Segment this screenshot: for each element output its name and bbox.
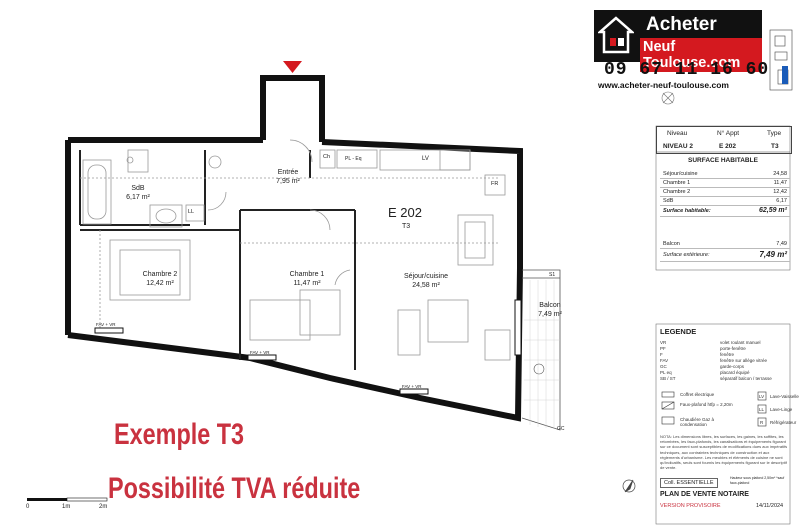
room-sejour-name: Séjour/cuisine [404,273,448,280]
logo-website: www.acheter-neuf-toulouse.com [598,80,729,90]
room-sdb-name: SdB [131,185,145,192]
surface-title: SURFACE HABITABLE [688,157,758,164]
plan-title: PLAN DE VENTE NOTAIRE [660,491,749,498]
td-type: T3 [771,143,779,150]
room-chambre2-name: Chambre 2 [142,271,178,278]
fixture-lv: LV [422,156,429,162]
footer-height-note: Hauteur sous plafond 2,50m* *sauf faux-p… [730,476,785,485]
exterior-total-row: Surface extérieure:7,49 m² [660,249,790,262]
house-logo-icon [596,16,636,56]
legend-ll-text: Lave-Linge [770,407,793,412]
legend-ll-code: LL [759,407,765,412]
plan-date: 14/11/2024 [756,503,784,509]
fixture-fav-vr-2: FAV + VR [250,350,270,355]
legal-note: NOTA: Les dimensions libres, les surface… [660,434,788,471]
th-niveau: Niveau [667,130,688,137]
fixture-pl-eq: PL - Eq [345,156,362,162]
legend-symbol-boiler: Chaudière Gaz à condensation [680,417,715,427]
room-chambre1: Chambre 1 11,47 m² [282,270,332,288]
scale-label-0: 0 [26,504,30,510]
room-chambre2-area: 12,42 m² [146,280,174,287]
room-balcon-name: Balcon [539,302,561,309]
fixture-gc: GC [557,426,565,432]
surface-total-row: Surface habitable:62,59 m² [660,206,790,217]
legend-symbol-ceiling: Faux-plafond htfp = 2,20m [680,402,733,407]
room-sejour-area: 24,58 m² [412,282,440,289]
scale-label-1m: 1m [62,504,71,510]
legend-r-text: Réfrigérateur [770,420,797,425]
apartment-type: T3 [402,223,411,230]
th-type: Type [767,130,782,137]
td-appt: E 202 [719,143,736,150]
room-chambre1-name: Chambre 1 [289,271,325,278]
room-entree: Entrée 7,95 m² [268,168,308,186]
fixture-fr: FR [491,181,499,187]
summary-table-header: Niveau N° Appt Type NIVEAU 2 E 202 T3 [656,126,792,154]
entrance-arrow-icon [283,61,302,73]
legend-lv-text: Lave-Vaisselle [770,394,799,399]
room-sejour: Séjour/cuisine 24,58 m² [396,272,456,290]
room-entree-area: 7,95 m² [276,178,300,185]
fixture-ch: Ch [323,154,331,160]
promo-line2: Possibilité TVA réduite [108,472,361,505]
apartment-code: E 202 [388,205,422,220]
scale-label-2m: 2m [99,504,108,510]
room-balcon-area: 7,49 m² [538,311,562,318]
promo-line1: Exemple T3 [114,418,245,451]
th-appt: N° Appt [717,130,740,137]
room-balcon: Balcon 7,49 m² [530,301,570,319]
fixture-fav-vr-3: FAV + VR [402,384,422,389]
room-chambre1-area: 11,47 m² [293,280,321,287]
room-sdb: SdB 6,17 m² [118,184,158,202]
logo-line2: Neuf Toulouse.com [640,38,762,72]
fixture-ll: LL [188,209,195,215]
legend-r-code: R [760,420,764,425]
version-label: VERSION PROVISOIRE [660,503,721,509]
legend-title: LEGENDE [660,327,697,336]
legend-lv-code: LV [759,394,765,399]
td-niveau: NIVEAU 2 [663,143,693,150]
logo-box: Acheter Neuf Toulouse.com [594,10,762,72]
fixture-s1: S1 [549,272,556,278]
room-sdb-area: 6,17 m² [126,194,150,201]
logo-phone: 09 67 11 16 60 [604,60,770,80]
legend-symbol-electric: Coffret électrique [680,392,715,397]
room-chambre2: Chambre 2 12,42 m² [130,270,190,288]
room-entree-name: Entrée [277,169,299,176]
footer-coll: Coll. ESSENTIELLE [660,478,718,488]
fixture-fav-vr-1: FAV + VR [96,322,116,327]
logo-line1: Acheter [646,14,717,35]
